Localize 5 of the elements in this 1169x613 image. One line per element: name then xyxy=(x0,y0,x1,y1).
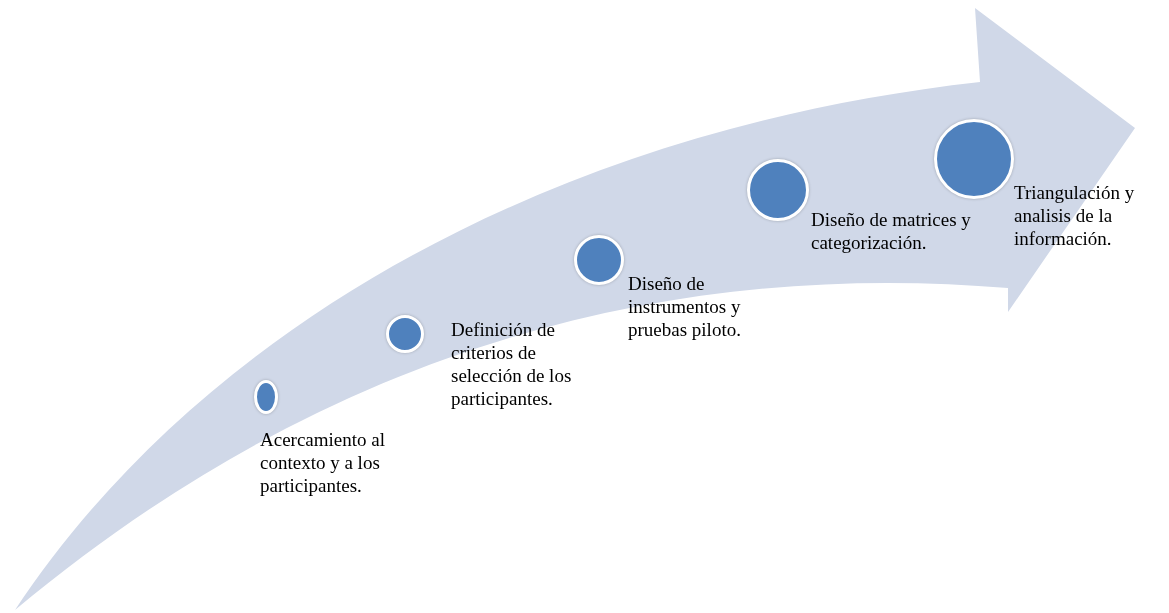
step-label: Diseño de matrices y categorización. xyxy=(811,208,972,254)
step-label: Diseño de instrumentos y pruebas piloto. xyxy=(628,272,742,341)
step-label: Definición de criterios de selección de los participantes. xyxy=(451,318,573,410)
step-label: Acercamiento al contexto y a los participantes. xyxy=(260,428,386,497)
step-label: Triangulación y analisis de la información. xyxy=(1014,181,1136,250)
